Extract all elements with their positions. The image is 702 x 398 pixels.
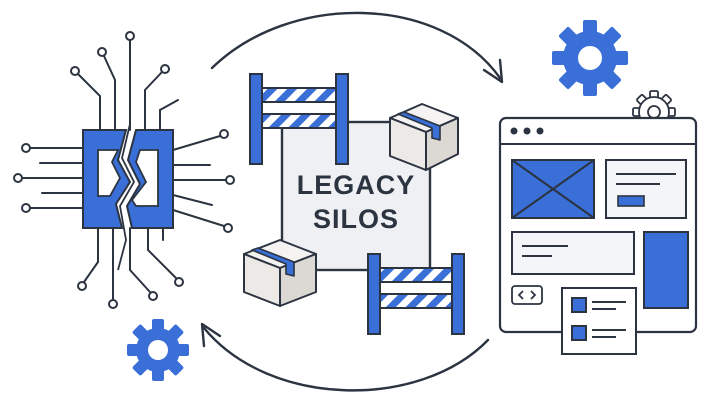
panel-title-line2: SILOS [313,204,399,234]
gear-icon [552,20,628,96]
panel-title-line1: LEGACY [297,170,416,200]
image-placeholder-icon [511,159,595,219]
barrier-icon [249,73,349,165]
code-icon [511,285,543,305]
barrier-icon [367,253,465,335]
checklist-icon [561,287,637,355]
wide-text-card [511,231,635,275]
cycle-arrow-top-icon [210,11,504,84]
text-card [605,159,687,219]
broken-chip-icon [13,31,235,309]
cardboard-box-icon [389,103,459,171]
cycle-arrow-bottom-icon [200,322,490,392]
cardboard-box-icon [243,239,317,307]
gear-icon [127,319,189,381]
sidebar-block [643,231,689,309]
chip-body [82,123,174,271]
